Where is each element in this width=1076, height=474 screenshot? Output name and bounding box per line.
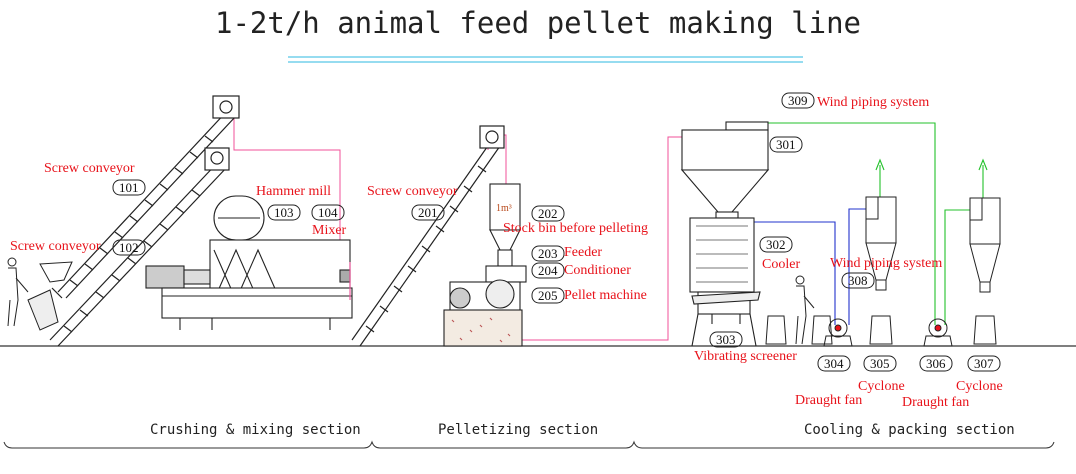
worker-2 (765, 275, 833, 345)
section-crushing-mixing: Crushing & mixing section (150, 422, 361, 438)
screw-conveyor-102 (49, 147, 230, 347)
num-308: 308 (848, 273, 868, 288)
num-201: 201 (418, 205, 438, 220)
num-102: 102 (119, 240, 139, 255)
num-304: 304 (824, 356, 844, 371)
label-screw-conveyor-101: Screw conveyor (44, 161, 135, 176)
num-305: 305 (870, 356, 890, 371)
label-cooler: Cooler (762, 257, 801, 272)
label-feeder: Feeder (564, 245, 603, 260)
screw-conveyor-101 (51, 95, 240, 299)
num-307: 307 (974, 356, 994, 371)
label-hammer-mill: Hammer mill (256, 184, 332, 199)
cooler (680, 121, 770, 347)
draught-fan-306 (923, 318, 953, 347)
title-underline (288, 56, 803, 63)
label-bin-volume: 1m³ (496, 203, 512, 214)
num-309: 309 (788, 93, 808, 108)
num-103: 103 (274, 205, 294, 220)
label-cyclone-305: Cyclone (858, 379, 905, 394)
label-cyclone-307: Cyclone (956, 379, 1003, 394)
green-pipes (768, 122, 988, 325)
label-wind-piping-309: Wind piping system (817, 95, 930, 110)
label-screw-conveyor-102: Screw conveyor (10, 239, 101, 254)
draught-fan-304 (823, 318, 853, 347)
num-205: 205 (538, 288, 558, 303)
hammer-mill-mixer (145, 195, 353, 330)
num-303: 303 (716, 332, 736, 347)
section-cooling-packing: Cooling & packing section (804, 422, 1015, 438)
pellet-machine-group (443, 183, 527, 347)
num-202: 202 (538, 206, 558, 221)
label-stock-bin: Stock bin before pelleting (503, 221, 649, 236)
cyclone-307 (969, 197, 1001, 345)
label-vibrating-screener: Vibrating screener (694, 349, 797, 364)
label-pellet-machine: Pellet machine (564, 288, 647, 303)
number-ovals (112, 92, 1001, 372)
cyclone-305 (865, 196, 897, 345)
label-wind-piping-308: Wind piping system (830, 256, 943, 271)
screw-conveyor-201 (351, 125, 505, 347)
label-mixer: Mixer (312, 223, 347, 238)
num-204: 204 (538, 263, 558, 278)
num-104: 104 (318, 205, 338, 220)
intake-hopper (27, 261, 73, 331)
section-brackets (3, 440, 1055, 449)
label-screw-conveyor-201: Screw conveyor (367, 184, 458, 199)
num-302: 302 (766, 237, 786, 252)
num-301: 301 (776, 137, 796, 152)
num-306: 306 (926, 356, 946, 371)
num-101: 101 (119, 180, 139, 195)
label-draught-fan-304: Draught fan (795, 393, 863, 408)
blue-pipes (752, 208, 867, 325)
label-conditioner: Conditioner (564, 263, 631, 278)
diagram-title: 1-2t/h animal feed pellet making line (214, 6, 861, 40)
worker-1 (7, 257, 29, 327)
label-draught-fan-306: Draught fan (902, 395, 970, 410)
section-pelletizing: Pelletizing section (438, 422, 599, 438)
num-203: 203 (538, 246, 558, 261)
